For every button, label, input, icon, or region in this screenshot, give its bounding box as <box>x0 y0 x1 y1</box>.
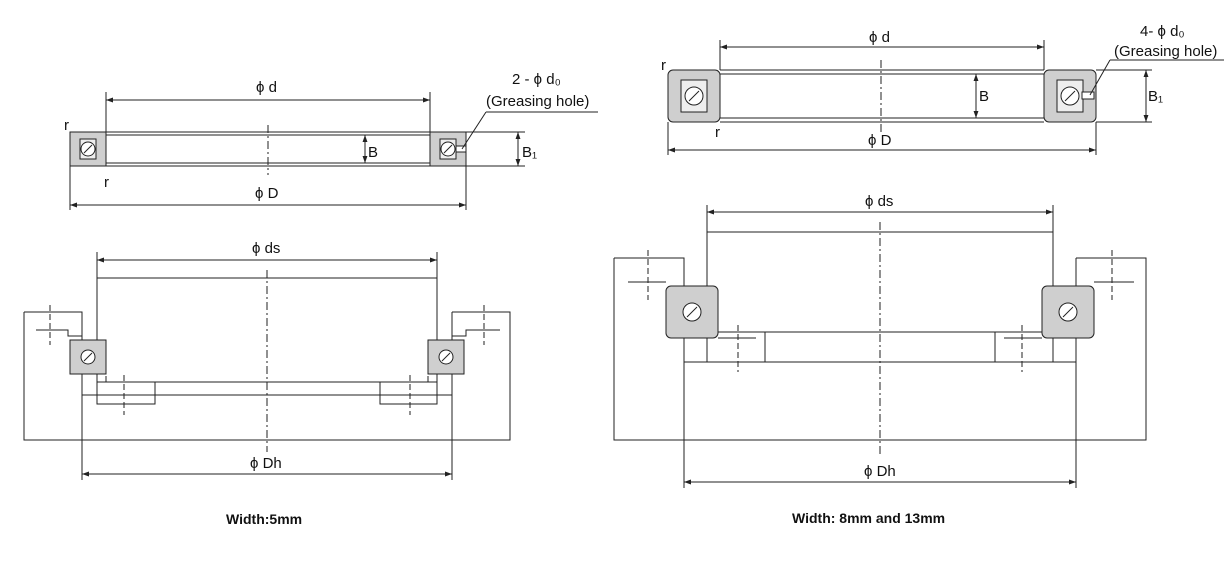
left-top-d-label: ϕ d <box>256 79 277 96</box>
right-top-bearing <box>667 40 1224 155</box>
right-caption: Width: 8mm and 13mm <box>792 510 945 526</box>
right-shaft <box>706 231 1054 333</box>
left-top-hole-count: 2 - ϕ d₀ <box>512 71 561 88</box>
right-top-hole-note: (Greasing hole) <box>1114 43 1217 60</box>
left-bottom-Dh-label: ϕ Dh <box>250 455 282 472</box>
left-top-D-label: ϕ D <box>255 185 279 202</box>
left-top-hole-note: (Greasing hole) <box>486 93 589 110</box>
right-top-D-label: ϕ D <box>868 132 892 149</box>
left-top-B1-label: B₁ <box>522 144 537 161</box>
right-top-B-label: B <box>979 88 989 105</box>
left-top-r-lower: r <box>104 174 109 191</box>
right-top-B1-label: B₁ <box>1148 88 1163 105</box>
grease-hole-left <box>455 145 467 153</box>
grease-hole-right <box>1081 91 1095 100</box>
right-top-r-lower: r <box>715 124 720 141</box>
left-caption: Width:5mm <box>226 511 302 527</box>
right-bottom-mounting <box>613 205 1147 488</box>
right-top-d-label: ϕ d <box>869 29 890 46</box>
right-top-r-upper: r <box>661 57 666 74</box>
left-top-r-upper: r <box>64 117 69 134</box>
right-bottom-ds-label: ϕ ds <box>865 193 893 210</box>
right-bottom-Dh-label: ϕ Dh <box>864 463 896 480</box>
left-bottom-mounting <box>23 252 511 480</box>
left-top-B-label: B <box>368 144 378 161</box>
right-top-hole-count: 4- ϕ d₀ <box>1140 23 1185 40</box>
left-top-bearing <box>69 92 598 210</box>
left-bottom-ds-label: ϕ ds <box>252 240 280 257</box>
